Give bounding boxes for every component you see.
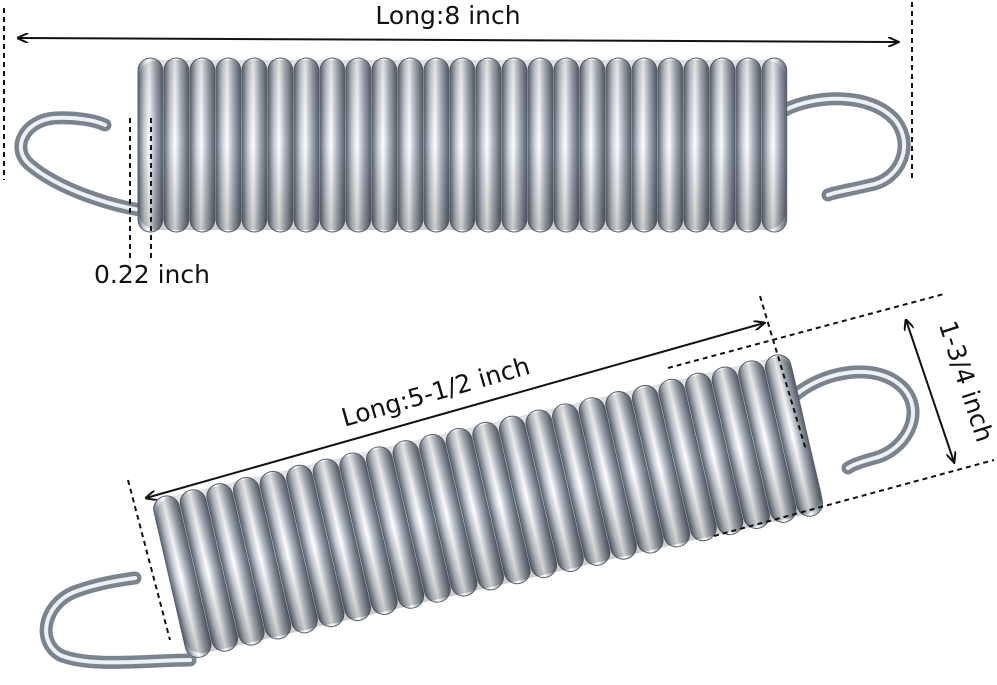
top-spring-coil <box>189 57 216 233</box>
bottom-spring-left-hook <box>39 571 197 669</box>
top-spring-coil <box>735 57 762 233</box>
top-spring-coil <box>605 57 632 233</box>
top-spring-coil <box>553 57 580 233</box>
top-spring-coil <box>449 57 476 233</box>
top-spring-coil <box>423 57 450 233</box>
top-length-label: Long:8 inch <box>375 1 520 30</box>
top-spring-coil <box>683 57 710 233</box>
top-spring-coil <box>761 57 788 233</box>
top-spring-coil <box>527 57 554 233</box>
top-spring-coil <box>631 57 658 233</box>
top-spring-coil <box>345 57 372 233</box>
top-spring-coil <box>709 57 736 233</box>
wire-diameter-label: 0.22 inch <box>94 260 210 289</box>
top-spring-coil <box>163 57 190 233</box>
top-spring-coil <box>397 57 424 233</box>
top-spring-left-hook <box>14 111 147 217</box>
top-spring-coil <box>371 57 398 233</box>
bottom-spring <box>39 354 920 669</box>
top-spring-coils <box>137 57 788 233</box>
top-spring <box>14 57 911 233</box>
top-spring-coil <box>241 57 268 233</box>
top-spring-coil <box>215 57 242 233</box>
bottom-spring-coils <box>153 354 824 658</box>
top-spring-coil <box>475 57 502 233</box>
wire-diameter-dimension: 0.22 inch <box>94 118 210 289</box>
top-spring-coil <box>293 57 320 233</box>
top-spring-coil <box>501 57 528 233</box>
top-spring-coil <box>319 57 346 233</box>
top-spring-coil <box>657 57 684 233</box>
outer-diameter-arrow <box>906 320 954 462</box>
top-spring-coil <box>579 57 606 233</box>
top-length-dimension: Long:8 inch <box>3 1 913 180</box>
top-spring-coil <box>267 57 294 233</box>
bottom-length-arrow <box>146 323 764 498</box>
top-length-arrow <box>18 38 898 42</box>
